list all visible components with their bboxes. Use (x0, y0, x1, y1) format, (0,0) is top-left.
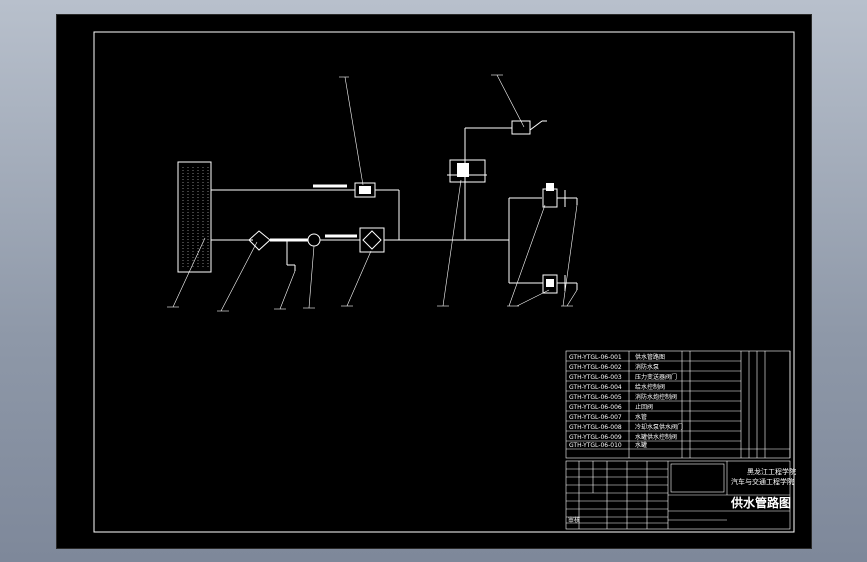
part-name: 压力变送器阀门 (635, 373, 677, 381)
part-name: 止回阀 (635, 403, 653, 411)
title-block: 黑龙江工程学院 汽车与交通工程学院 供水管路图 审核 (565, 460, 796, 530)
drawing-canvas: GTH-YTGL-06-001 供水管路图 GTH-YTGL-06-002 消防… (93, 31, 796, 533)
right-valve-top (542, 188, 558, 208)
drawing-title: 供水管路图 (730, 495, 791, 510)
part-code: GTH-YTGL-06-007 (569, 414, 622, 421)
middle-valve (449, 159, 486, 183)
part-code: GTH-YTGL-06-001 (569, 354, 622, 361)
part-name: 冷却水泵供水阀门 (635, 423, 683, 431)
part-code: GTH-YTGL-06-010 (569, 442, 622, 449)
part-code: GTH-YTGL-06-009 (569, 434, 622, 441)
drawing-frame (93, 31, 795, 533)
part-code: GTH-YTGL-06-003 (569, 374, 622, 381)
part-name: 水罐供水控制阀 (635, 433, 677, 441)
top-right-valve (511, 120, 531, 135)
part-name: 水管 (635, 413, 647, 421)
part-name: 水罐 (635, 441, 647, 449)
filter-valve (248, 230, 271, 251)
water-tank (177, 161, 212, 273)
part-name: 供水管路图 (635, 353, 665, 361)
part-code: GTH-YTGL-06-002 (569, 364, 622, 371)
parts-list-table: GTH-YTGL-06-001 供水管路图 GTH-YTGL-06-002 消防… (565, 350, 791, 459)
tank-hatching (182, 167, 209, 267)
check-valve (307, 233, 321, 247)
part-code: GTH-YTGL-06-006 (569, 404, 622, 411)
part-code: GTH-YTGL-06-008 (569, 424, 622, 431)
part-code: GTH-YTGL-06-004 (569, 384, 622, 391)
right-valve-bottom (542, 274, 558, 294)
piping-schematic (167, 74, 578, 312)
company-name: 黑龙江工程学院 (747, 467, 796, 476)
leader-lines (167, 74, 578, 312)
department-name: 汽车与交通工程学院 (731, 477, 794, 486)
cad-viewport[interactable]: GTH-YTGL-06-001 供水管路图 GTH-YTGL-06-002 消防… (56, 14, 812, 549)
part-name: 消防水泵 (635, 363, 659, 371)
part-name: 给水控制阀 (635, 383, 665, 391)
review-label: 审核 (568, 516, 580, 524)
part-name: 消防水炮控制阀 (635, 393, 677, 401)
part-code: GTH-YTGL-06-005 (569, 394, 622, 401)
